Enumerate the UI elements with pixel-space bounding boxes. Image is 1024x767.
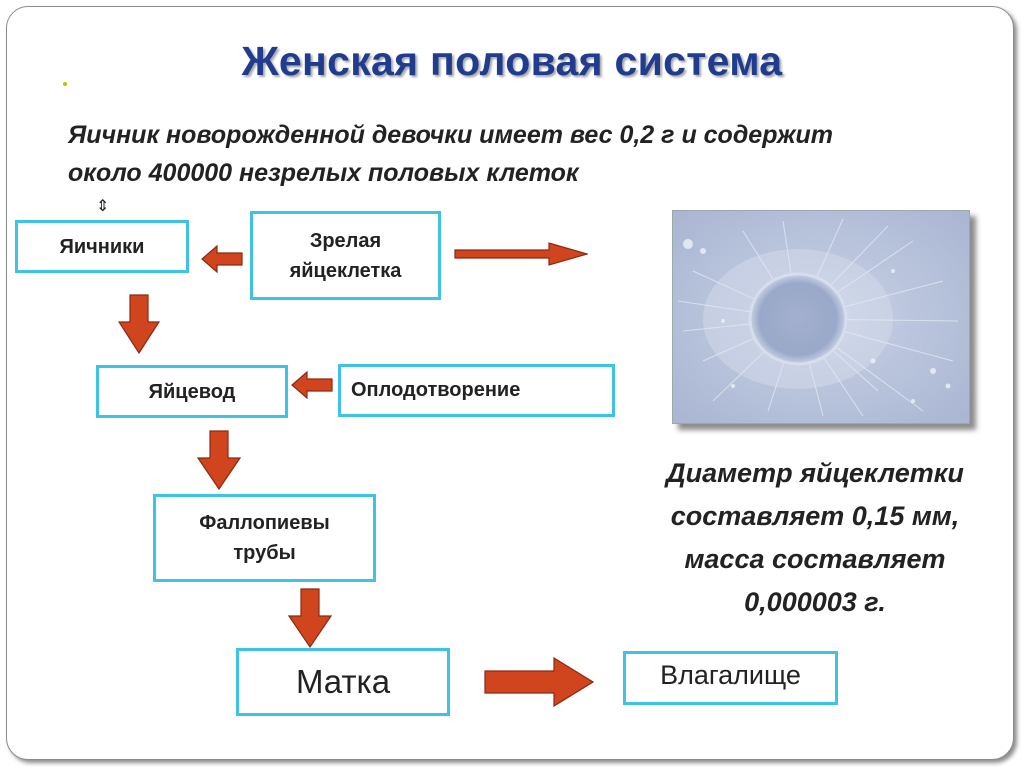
arrow-down-1 <box>118 294 160 354</box>
box-mature-egg-line1: Зрелая <box>309 229 382 252</box>
intro-text: Яичник новорожденной девочки имеет вес 0… <box>68 116 968 192</box>
box-fertilization: Оплодотворение <box>338 364 615 417</box>
egg-cell-caption: Диаметр яйцеклетки составляет 0,15 мм, м… <box>650 452 980 624</box>
arrow-to-vagina <box>484 657 594 707</box>
box-ovaries-label: Яичники <box>59 235 145 258</box>
bullet-dot <box>63 82 67 86</box>
box-mature-egg-line2: яйцеклетка <box>289 259 402 282</box>
cursor-mark: ⇕ <box>96 198 110 215</box>
egg-cell-image <box>672 210 970 424</box>
arrow-from-fertilization <box>291 371 333 399</box>
arrow-down-2 <box>197 430 241 490</box>
arrow-right-thin <box>454 242 588 266</box>
box-ovaries: Яичники <box>15 220 189 273</box>
slide-title: Женская половая система <box>241 38 783 84</box>
arrow-to-ovaries <box>201 245 243 273</box>
box-vagina: Влагалище <box>623 651 838 705</box>
box-uterus-label: Матка <box>295 663 391 700</box>
intro-line-2: около 400000 незрелых половых клеток <box>68 159 579 187</box>
box-fallopian-line2: трубы <box>233 542 296 564</box>
caption-line-3: масса составляет <box>684 544 946 574</box>
arrow-down-3 <box>288 588 332 648</box>
box-vagina-label: Влагалище <box>660 660 801 690</box>
box-mature-egg: Зрелая яйцеклетка <box>250 211 441 300</box>
box-oviduct: Яйцевод <box>96 365 288 418</box>
caption-line-1: Диаметр яйцеклетки <box>666 458 964 488</box>
box-oviduct-label: Яйцевод <box>148 380 236 403</box>
intro-line-1: Яичник новорожденной девочки имеет вес 0… <box>68 121 834 149</box>
box-uterus: Матка <box>236 648 450 716</box>
box-fallopian-line1: Фаллопиевы <box>199 512 330 534</box>
caption-line-2: составляет 0,15 мм, <box>670 501 960 531</box>
caption-line-4: 0,000003 г. <box>744 587 886 617</box>
box-fertilization-label: Оплодотворение <box>351 379 521 401</box>
box-fallopian-tubes: Фаллопиевы трубы <box>153 494 376 582</box>
